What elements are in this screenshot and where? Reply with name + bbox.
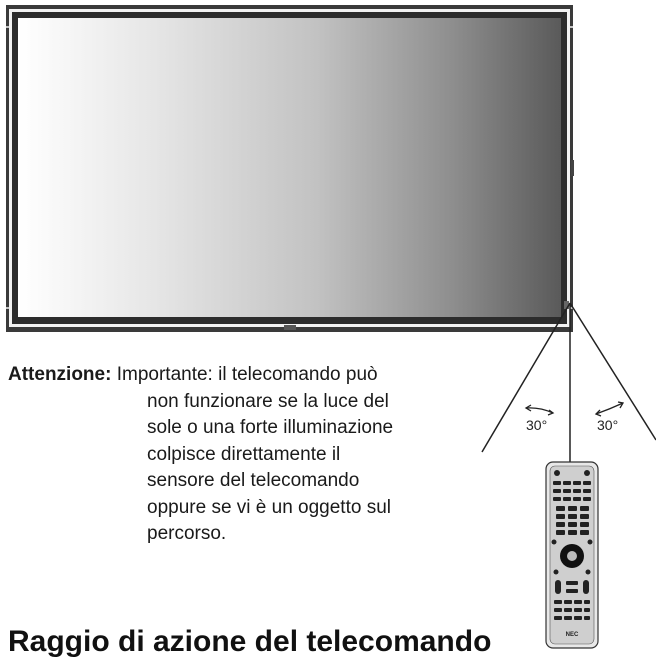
remote-ok-button xyxy=(567,551,577,561)
caution-line: non funzionare se la luce del xyxy=(147,390,389,412)
side-button xyxy=(571,160,574,176)
remote-brand-logo: NEC xyxy=(566,632,579,638)
logo-badge xyxy=(284,325,296,330)
angle-label-left: 30° xyxy=(526,417,548,433)
caution-line: percorso. xyxy=(147,523,227,544)
caution-label: Attenzione: xyxy=(8,364,112,385)
monitor xyxy=(6,5,574,332)
range-line-left xyxy=(481,302,571,453)
caution-line: oppure se vi è un oggetto sul xyxy=(147,496,392,518)
sensor-range-lines xyxy=(481,302,656,470)
section-heading: Raggio di azione del telecomando xyxy=(8,625,492,658)
remote-sensor xyxy=(564,301,569,309)
caution-line: sensore del telecomando xyxy=(147,470,360,491)
range-line-right xyxy=(569,302,656,441)
remote-control: NEC xyxy=(545,461,599,649)
caution-line: colpisce direttamente il xyxy=(147,443,341,465)
monitor-screen xyxy=(18,18,561,317)
caution-line: Importante: il telecomando può xyxy=(116,364,378,385)
caution-line: sole o una forte illuminazione xyxy=(147,417,394,438)
angle-arrows xyxy=(524,401,625,417)
angle-arrow-right xyxy=(595,402,624,415)
remote-buttons xyxy=(551,470,593,545)
angle-label-right: 30° xyxy=(597,417,619,433)
